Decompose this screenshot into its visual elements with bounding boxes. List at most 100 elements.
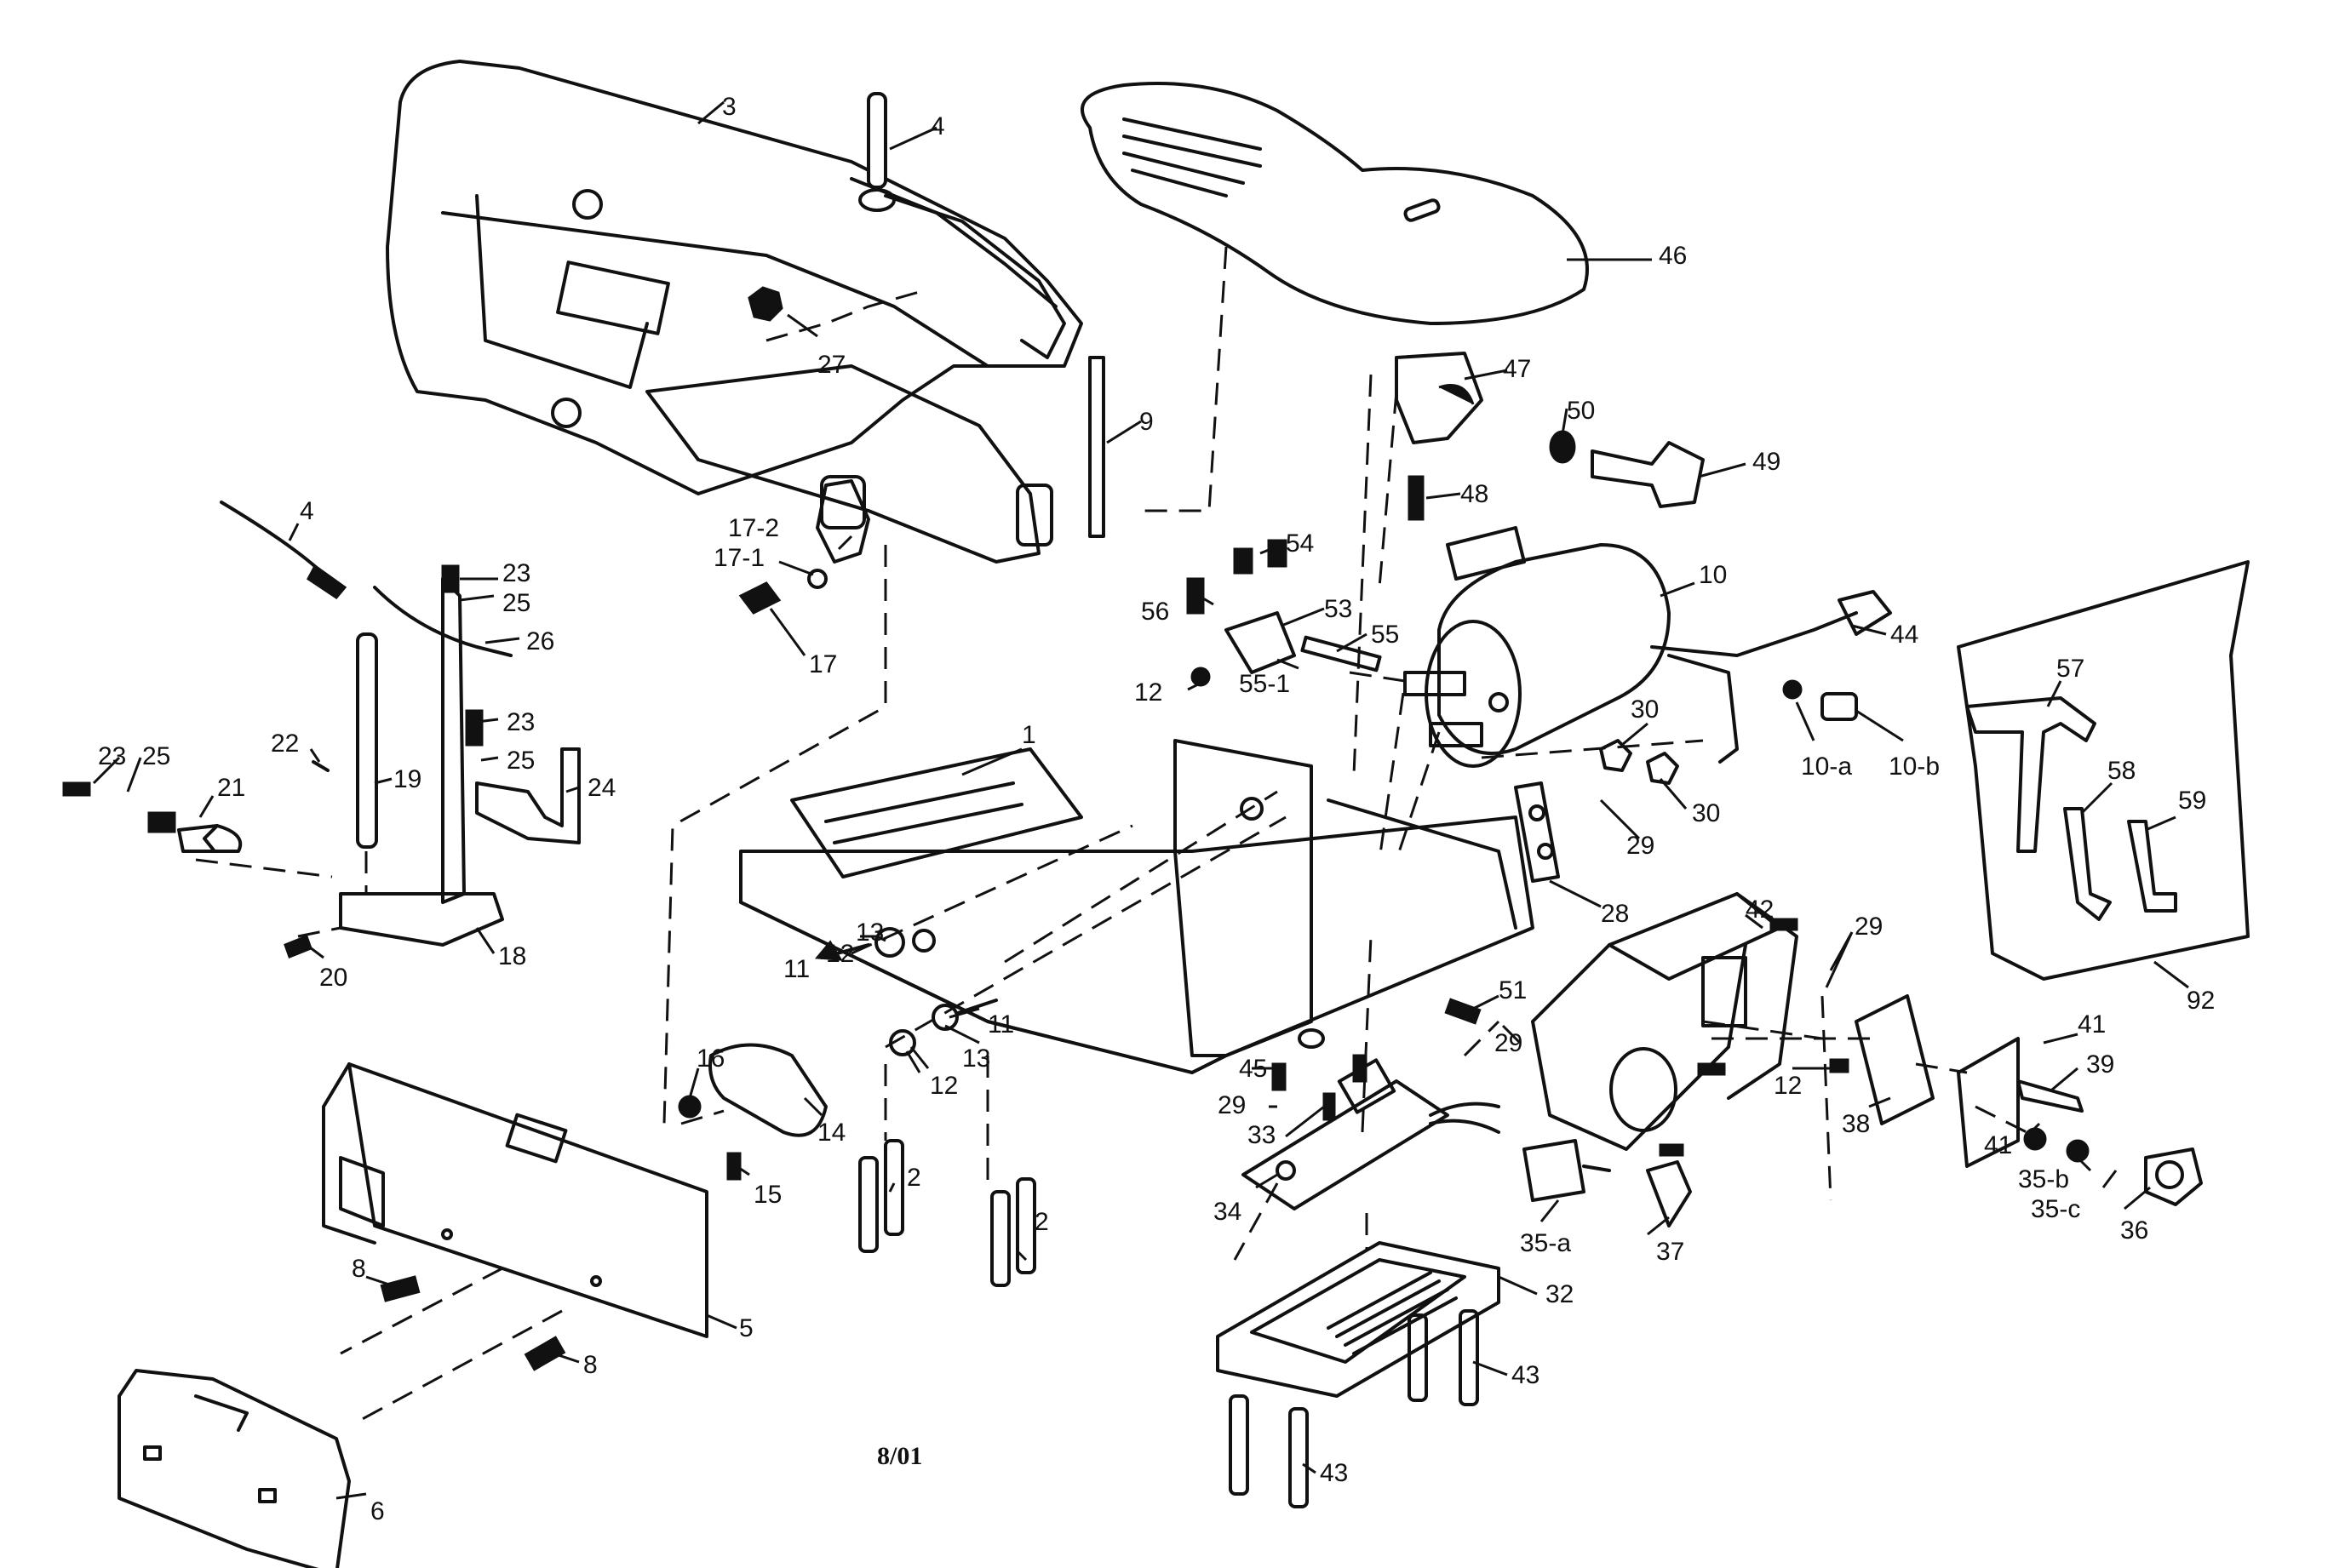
callout-15: 15 (754, 1181, 782, 1209)
motor-bracket (1186, 539, 1382, 687)
callout-2-left: 2 (907, 1164, 921, 1192)
callout-29-switch: 29 (1855, 913, 1883, 941)
callout-3: 3 (722, 93, 737, 121)
saw-table (1081, 82, 1589, 325)
tool-bag (1957, 560, 2250, 981)
callout-2-right: 2 (1035, 1208, 1049, 1236)
callout-28: 28 (1601, 900, 1629, 928)
callout-55: 55 (1371, 621, 1399, 649)
saw-blade (1088, 356, 1105, 538)
callout-46: 46 (1659, 242, 1687, 270)
callout-37: 37 (1656, 1238, 1684, 1266)
callout-24: 24 (588, 774, 616, 802)
callout-35-a: 35-a (1520, 1229, 1571, 1257)
callout-26: 26 (526, 627, 554, 655)
callout-45: 45 (1239, 1055, 1267, 1083)
assembly-lines (195, 246, 2036, 1423)
callout-19: 19 (393, 765, 421, 793)
callout-1: 1 (1022, 721, 1036, 749)
callout-25-top: 25 (502, 589, 530, 617)
power-cord (1650, 590, 1892, 764)
misc-hardware (1271, 918, 1849, 1157)
callout-92: 92 (2187, 987, 2215, 1015)
table-tilt-assembly (1395, 352, 1705, 521)
tension-link (738, 479, 870, 615)
warning-label (1446, 526, 1526, 581)
callout-11-right: 11 (988, 1010, 1014, 1039)
callout-54: 54 (1286, 529, 1314, 558)
dust-tube-end (307, 564, 347, 599)
callout-29-pcb: 29 (1218, 1091, 1246, 1119)
callout-17-2: 17-2 (728, 514, 779, 542)
callout-58: 58 (2107, 757, 2136, 785)
saw-base (739, 739, 1534, 1074)
callout-5: 5 (739, 1314, 754, 1342)
callout-47: 47 (1503, 355, 1531, 383)
callout-17: 17 (809, 650, 837, 678)
wrench (177, 824, 243, 853)
cover-screw-a (380, 1275, 421, 1302)
callout-57: 57 (2056, 655, 2084, 683)
callout-50: 50 (1567, 397, 1595, 425)
callout-32: 32 (1545, 1280, 1574, 1308)
callout-6: 6 (370, 1497, 385, 1525)
revision-date: 8/01 (877, 1442, 922, 1470)
callout-23-mid: 23 (507, 708, 535, 736)
callout-8-right: 8 (583, 1351, 598, 1379)
callout-12-switch: 12 (1774, 1072, 1802, 1100)
switch-box (1531, 892, 1798, 1151)
upper-blade-clamp (748, 92, 1066, 359)
callout-12-upper: 12 (826, 940, 854, 968)
callout-18: 18 (498, 942, 526, 970)
callout-9: 9 (1139, 408, 1154, 436)
base-screws (858, 1139, 1036, 1287)
callout-12-lower: 12 (930, 1072, 958, 1100)
callout-25-mid: 25 (507, 747, 535, 775)
tray-screws (1229, 1309, 1479, 1508)
callout-29-base: 29 (1494, 1029, 1522, 1057)
callout-42: 42 (1746, 896, 1774, 924)
callout-41-lower: 41 (1984, 1131, 2012, 1159)
callout-17-1: 17-1 (714, 544, 765, 572)
callout-39: 39 (2086, 1050, 2114, 1079)
callout-30-upper: 30 (1631, 695, 1659, 724)
callout-30-lower: 30 (1692, 799, 1720, 827)
callout-14: 14 (817, 1119, 846, 1147)
callout-13-lower: 13 (962, 1044, 990, 1073)
motor-mount-plate (1514, 739, 1679, 883)
callout-36: 36 (2120, 1216, 2148, 1245)
speed-knob-assembly (1855, 994, 2203, 1206)
callout-34: 34 (1213, 1198, 1241, 1226)
callout-35-b: 35-b (2018, 1165, 2069, 1193)
callout-4-left: 4 (300, 497, 314, 525)
callout-49: 49 (1752, 448, 1780, 476)
side-door (118, 1369, 351, 1568)
bottom-tray (1216, 1241, 1500, 1398)
callout-4: 4 (931, 112, 945, 140)
callout-44: 44 (1890, 621, 1918, 649)
callout-33: 33 (1247, 1121, 1276, 1149)
motor (1403, 543, 1671, 768)
power-switch (1522, 1139, 1692, 1228)
callout-29-motor: 29 (1626, 832, 1654, 860)
callout-23-left: 23 (98, 742, 126, 770)
callout-22: 22 (271, 730, 299, 758)
callout-53: 53 (1324, 595, 1352, 623)
callout-labels: 3 4 46 27 9 47 50 49 48 54 53 56 55 55-1… (98, 93, 2215, 1525)
callout-35-c: 35-c (2031, 1195, 2080, 1223)
callout-55-1: 55-1 (1239, 670, 1290, 698)
speed-handle (678, 1043, 828, 1181)
front-cover (322, 1062, 708, 1338)
callout-43-right: 43 (1511, 1361, 1539, 1389)
callout-10-a: 10-a (1801, 753, 1852, 781)
callout-48: 48 (1460, 480, 1488, 508)
upper-arm-housing (386, 60, 1083, 564)
callout-56: 56 (1141, 598, 1169, 626)
callout-8-left: 8 (352, 1255, 366, 1283)
leader-lines (92, 100, 2189, 1500)
circuit-board (1241, 1054, 1500, 1210)
callout-25-left: 25 (142, 742, 170, 770)
callout-11-left: 11 (783, 955, 810, 983)
cover-screw-b (524, 1336, 566, 1371)
